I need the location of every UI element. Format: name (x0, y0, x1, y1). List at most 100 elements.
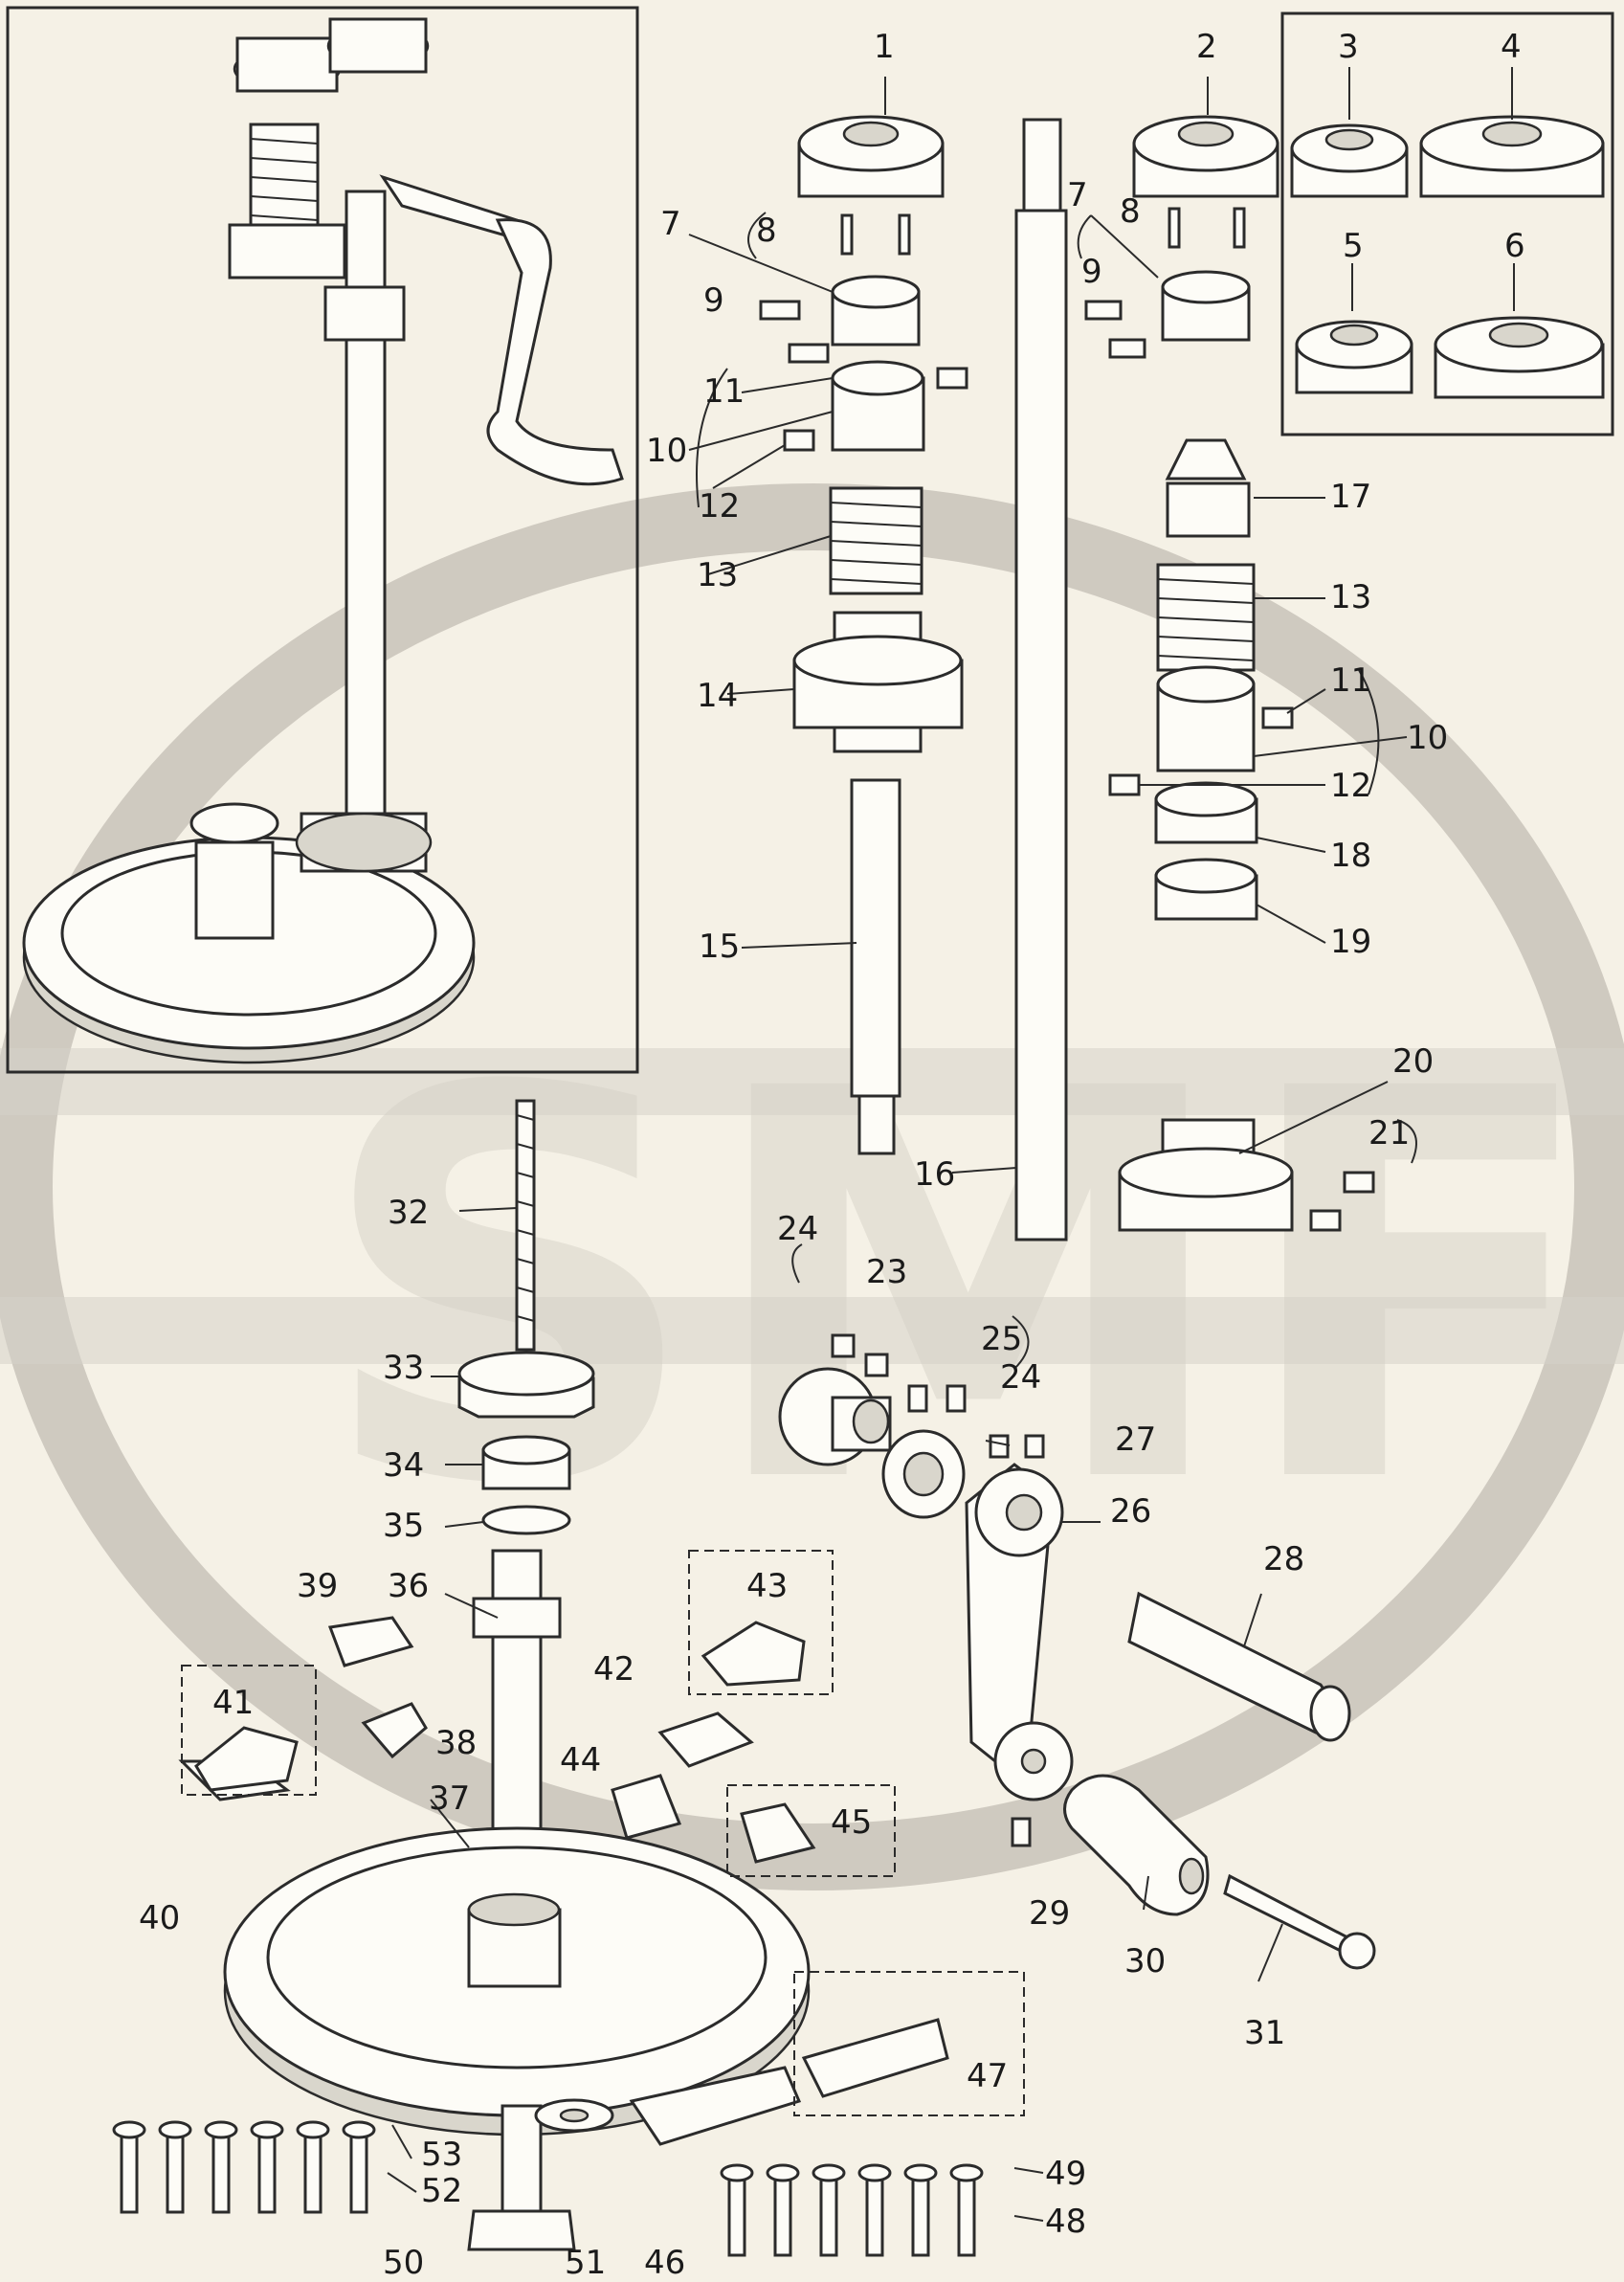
label-7-right: 7 (1067, 176, 1088, 214)
label-15: 15 (699, 928, 740, 966)
label-11-right: 11 (1330, 661, 1371, 700)
optional-gears-frame (1280, 11, 1614, 436)
label-13-left: 13 (697, 556, 738, 594)
label-20: 20 (1392, 1042, 1434, 1081)
label-25: 25 (981, 1320, 1022, 1358)
screw (250, 2120, 284, 2214)
label-33: 33 (383, 1349, 424, 1387)
spring-13-right (1156, 563, 1256, 672)
label-26: 26 (1110, 1492, 1151, 1531)
collar-10-right (1156, 665, 1256, 772)
sprocket-24 (778, 1367, 892, 1466)
label-9-left: 9 (703, 281, 724, 320)
label-41: 41 (212, 1684, 254, 1722)
screws-48-row (720, 2163, 984, 2257)
gear-2 (1132, 115, 1279, 198)
label-31: 31 (1244, 2014, 1285, 2052)
gear-6 (1434, 316, 1605, 399)
screw (296, 2120, 330, 2214)
block-43-group (688, 1550, 834, 1695)
label-12-left: 12 (699, 487, 740, 526)
label-51: 51 (565, 2244, 606, 2282)
label-36: 36 (388, 1567, 429, 1605)
screw (112, 2120, 146, 2214)
crank-arm-26 (965, 1463, 1074, 1801)
label-47: 47 (967, 2057, 1008, 2095)
spring-13-left (829, 486, 923, 595)
label-10-right: 10 (1407, 719, 1448, 757)
label-37: 37 (429, 1779, 470, 1818)
label-39: 39 (297, 1567, 338, 1605)
label-11-left: 11 (703, 372, 745, 411)
screw (158, 2120, 192, 2214)
screws-9-left (759, 300, 830, 364)
gear-5 (1295, 320, 1413, 394)
label-3: 3 (1338, 28, 1359, 66)
setscrew-11-right (1261, 706, 1294, 729)
label-23: 23 (866, 1253, 907, 1291)
part-labels: 1 2 3 4 5 6 7 7 8 8 9 9 10 10 11 11 12 1… (139, 28, 1525, 2282)
block-39 (327, 1616, 414, 1667)
assembled-view-frame (6, 6, 639, 1074)
bolt-50 (467, 2104, 576, 2251)
label-40: 40 (139, 1899, 180, 1937)
label-28: 28 (1263, 1540, 1304, 1578)
setscrews-25 (907, 1384, 967, 1413)
collar-24 (881, 1429, 966, 1519)
block-44 (611, 1774, 682, 1840)
setscrews-23 (831, 1333, 889, 1377)
gear-14 (792, 611, 964, 753)
pin-28 (1127, 1591, 1351, 1742)
label-8-right: 8 (1120, 192, 1141, 231)
setscrew-12-left (783, 429, 815, 452)
gear-3 (1290, 123, 1409, 198)
screws-9-right (1084, 300, 1146, 359)
label-17: 17 (1330, 478, 1371, 516)
label-43: 43 (746, 1567, 788, 1605)
washer-18 (1154, 781, 1258, 844)
shaft-16 (1014, 118, 1068, 1242)
setscrew-29 (1011, 1817, 1032, 1847)
label-16: 16 (914, 1155, 955, 1194)
label-13-right: 13 (1330, 578, 1371, 616)
label-29: 29 (1029, 1894, 1070, 1933)
label-6: 6 (1504, 227, 1525, 265)
screws-52-row (112, 2120, 376, 2214)
label-27: 27 (1115, 1421, 1156, 1459)
label-49: 49 (1045, 2155, 1086, 2193)
label-34: 34 (383, 1446, 424, 1485)
clamp-38 (361, 1702, 428, 1759)
block-41-group (181, 1665, 317, 1796)
handle-30 (1063, 1774, 1210, 1916)
label-4: 4 (1501, 28, 1522, 66)
label-46: 46 (644, 2244, 685, 2282)
bearing-19 (1154, 858, 1258, 921)
spindle-36 (472, 1549, 562, 1840)
pin-31 (1223, 1873, 1376, 1970)
washer-51 (534, 2098, 614, 2133)
block-46 (629, 2066, 802, 2146)
lockwasher-35 (481, 1505, 571, 1535)
label-50: 50 (383, 2244, 424, 2282)
label-8-left: 8 (756, 212, 777, 250)
block-42 (657, 1712, 754, 1768)
assembled-view (6, 6, 639, 1074)
label-24-sprocket: 24 (777, 1210, 818, 1248)
label-1: 1 (874, 28, 895, 66)
label-30: 30 (1124, 1942, 1166, 1980)
gear-1 (797, 115, 945, 198)
screw (903, 2163, 938, 2257)
screw (204, 2120, 238, 2214)
label-14: 14 (697, 677, 738, 715)
label-7-left: 7 (660, 205, 681, 243)
label-48: 48 (1045, 2203, 1086, 2241)
cap-33 (457, 1351, 595, 1419)
block-47-group (793, 1971, 1025, 2116)
setscrews-27 (989, 1434, 1045, 1459)
pins-8-right (1168, 207, 1246, 249)
shaft-15 (850, 778, 901, 1155)
label-24-collar: 24 (1000, 1358, 1041, 1397)
threaded-rod-32 (515, 1099, 536, 1352)
label-35: 35 (383, 1507, 424, 1545)
